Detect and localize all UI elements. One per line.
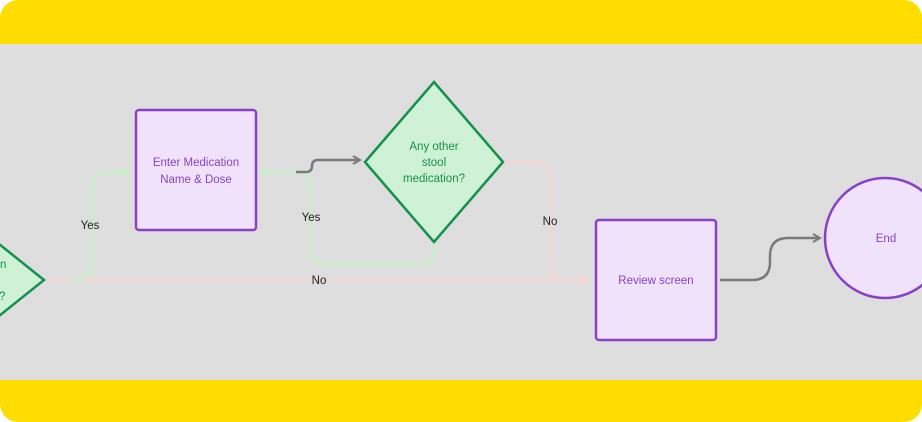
edge-label-yes-loop: Yes bbox=[302, 212, 321, 224]
any-other-stool-decision-node[interactable]: Any other stool medication? bbox=[363, 80, 505, 244]
edge-label-yes-left: Yes bbox=[81, 220, 100, 232]
stool-decision-label-line-1: Any other bbox=[409, 141, 458, 153]
stool-decision-label-line-2: stool bbox=[422, 157, 446, 169]
review-screen-label: Review screen bbox=[618, 275, 693, 287]
enter-medication-label-line-2: Name & Dose bbox=[160, 174, 232, 186]
left-decision-node[interactable]: n ? bbox=[0, 224, 47, 336]
edge-yes-loop-to-enter-medication bbox=[262, 172, 436, 266]
flowchart-canvas: Yes Yes No No n ? Enter Medication Name … bbox=[0, 44, 922, 380]
edge-enter-to-stool-decision bbox=[296, 160, 360, 174]
enter-medication-label-line-1: Enter Medication bbox=[153, 157, 239, 169]
review-screen-node[interactable]: Review screen bbox=[594, 218, 718, 342]
left-decision-label-line-1: n bbox=[0, 259, 6, 271]
edge-label-no-stool: No bbox=[543, 216, 558, 228]
edge-yes-to-enter-medication bbox=[71, 172, 128, 282]
left-decision-label-line-2: ? bbox=[0, 291, 5, 303]
enter-medication-node[interactable]: Enter Medication Name & Dose bbox=[134, 108, 258, 232]
end-node[interactable]: End bbox=[823, 176, 922, 300]
flowchart-svg: Yes Yes No No n ? Enter Medication Name … bbox=[0, 80, 922, 342]
end-label: End bbox=[876, 233, 896, 245]
edge-label-no-left: No bbox=[312, 275, 327, 287]
edge-no-stool-to-review bbox=[503, 160, 588, 280]
edge-review-to-end bbox=[720, 238, 820, 282]
stool-decision-label-line-3: medication? bbox=[403, 173, 465, 185]
